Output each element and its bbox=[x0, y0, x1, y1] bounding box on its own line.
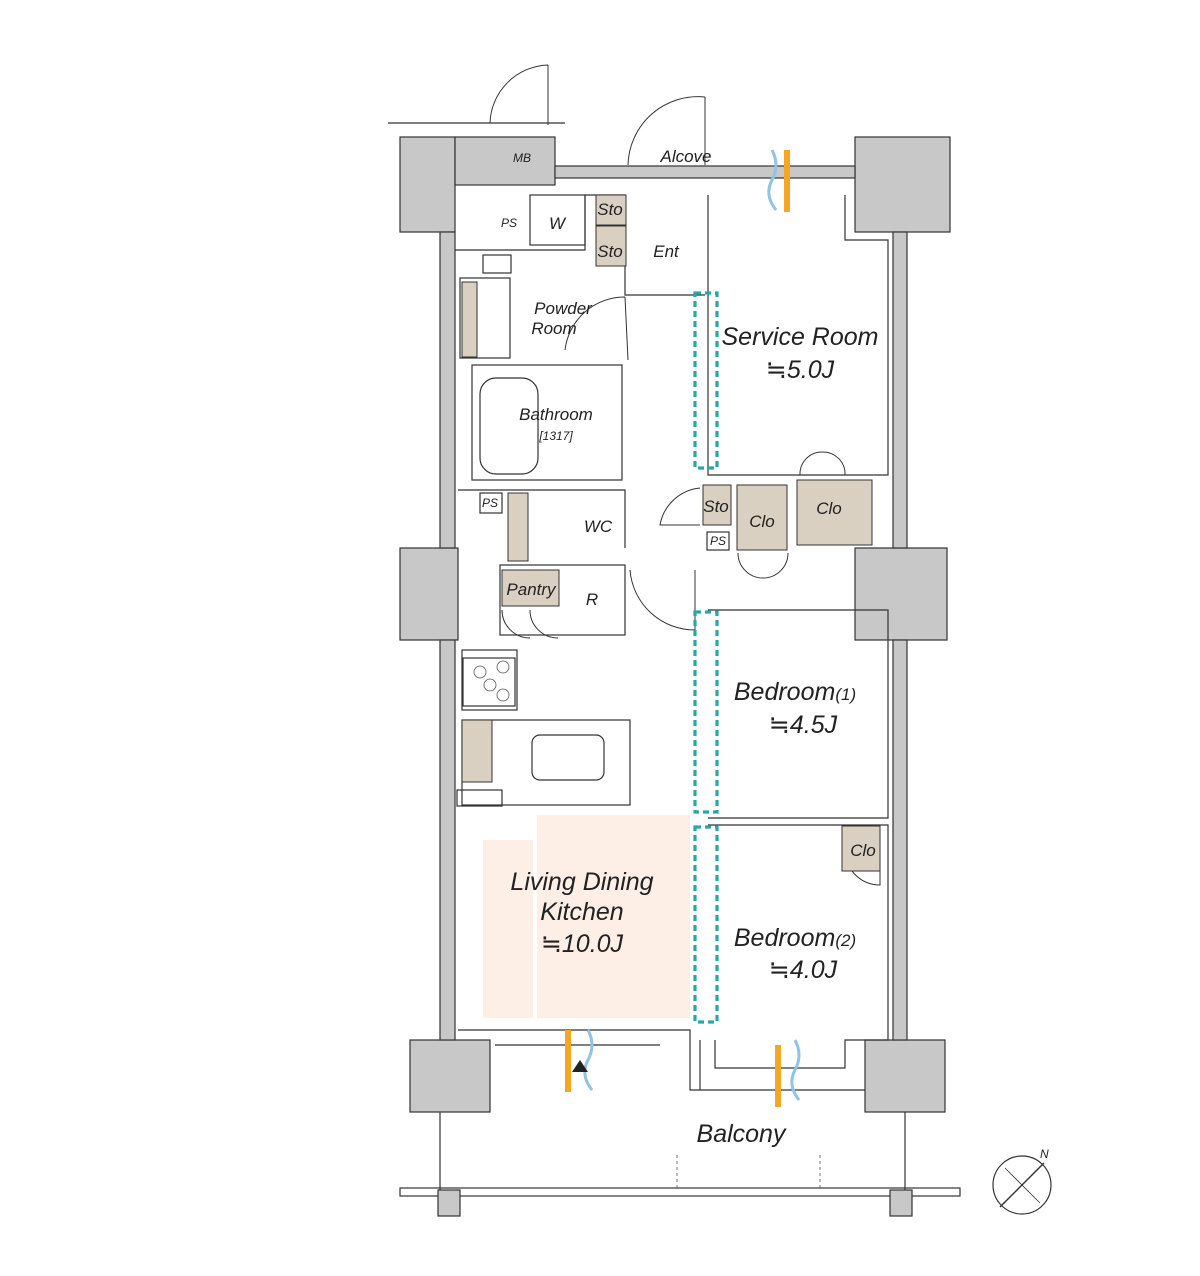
airflow-indicators bbox=[565, 149, 801, 1107]
ldk-highlight bbox=[483, 815, 690, 1018]
washer-label: W bbox=[549, 214, 567, 233]
bedroom1-area: ≒4.5J bbox=[769, 711, 838, 739]
balcony-label: Balcony bbox=[697, 1120, 787, 1148]
ps-wc-label: PS bbox=[482, 496, 498, 510]
storage-label-1: Sto bbox=[597, 200, 623, 219]
alcove-label: Alcove bbox=[659, 147, 711, 166]
mb-label: MB bbox=[513, 151, 531, 165]
ps-top-label: PS bbox=[501, 216, 517, 230]
bedroom1-label: Bedroom(1) bbox=[734, 678, 856, 706]
compass-icon: N bbox=[992, 1147, 1052, 1215]
ldk-label-line2: Kitchen bbox=[540, 898, 623, 926]
bedroom1-suffix: (1) bbox=[835, 685, 856, 704]
powder-room-label-line2: Room bbox=[531, 319, 576, 338]
storage-label-hall: Sto bbox=[703, 497, 729, 516]
movable-partitions bbox=[693, 291, 719, 1024]
fridge-label: R bbox=[586, 590, 598, 609]
bedroom2-suffix: (2) bbox=[835, 931, 856, 950]
bedroom2-label: Bedroom(2) bbox=[734, 924, 856, 952]
storage-units bbox=[461, 194, 881, 872]
bedroom1-name: Bedroom bbox=[734, 678, 835, 706]
pantry-label: Pantry bbox=[506, 580, 557, 599]
ps-hall-label: PS bbox=[710, 534, 726, 548]
closet-label-2: Clo bbox=[816, 499, 842, 518]
closet-label-1: Clo bbox=[749, 512, 775, 531]
closet-label-3: Clo bbox=[850, 841, 876, 860]
bedroom2-name: Bedroom bbox=[734, 924, 835, 952]
service-room-label: Service Room bbox=[722, 323, 879, 351]
entrance-label: Ent bbox=[653, 242, 680, 261]
compass-north-label: N bbox=[1040, 1147, 1049, 1161]
ldk-label-line1: Living Dining bbox=[510, 868, 653, 896]
wc-label: WC bbox=[584, 517, 613, 536]
bathroom-size: [1317] bbox=[538, 429, 573, 443]
storage-label-2: Sto bbox=[597, 242, 623, 261]
service-room-area: ≒5.0J bbox=[766, 356, 835, 384]
ldk-area: ≒10.0J bbox=[541, 930, 624, 958]
exterior-walls bbox=[399, 136, 951, 1113]
bathroom-label: Bathroom bbox=[519, 405, 593, 424]
bedroom2-area: ≒4.0J bbox=[769, 956, 838, 984]
doors bbox=[489, 64, 881, 886]
powder-room-label-line1: Powder bbox=[534, 299, 593, 318]
